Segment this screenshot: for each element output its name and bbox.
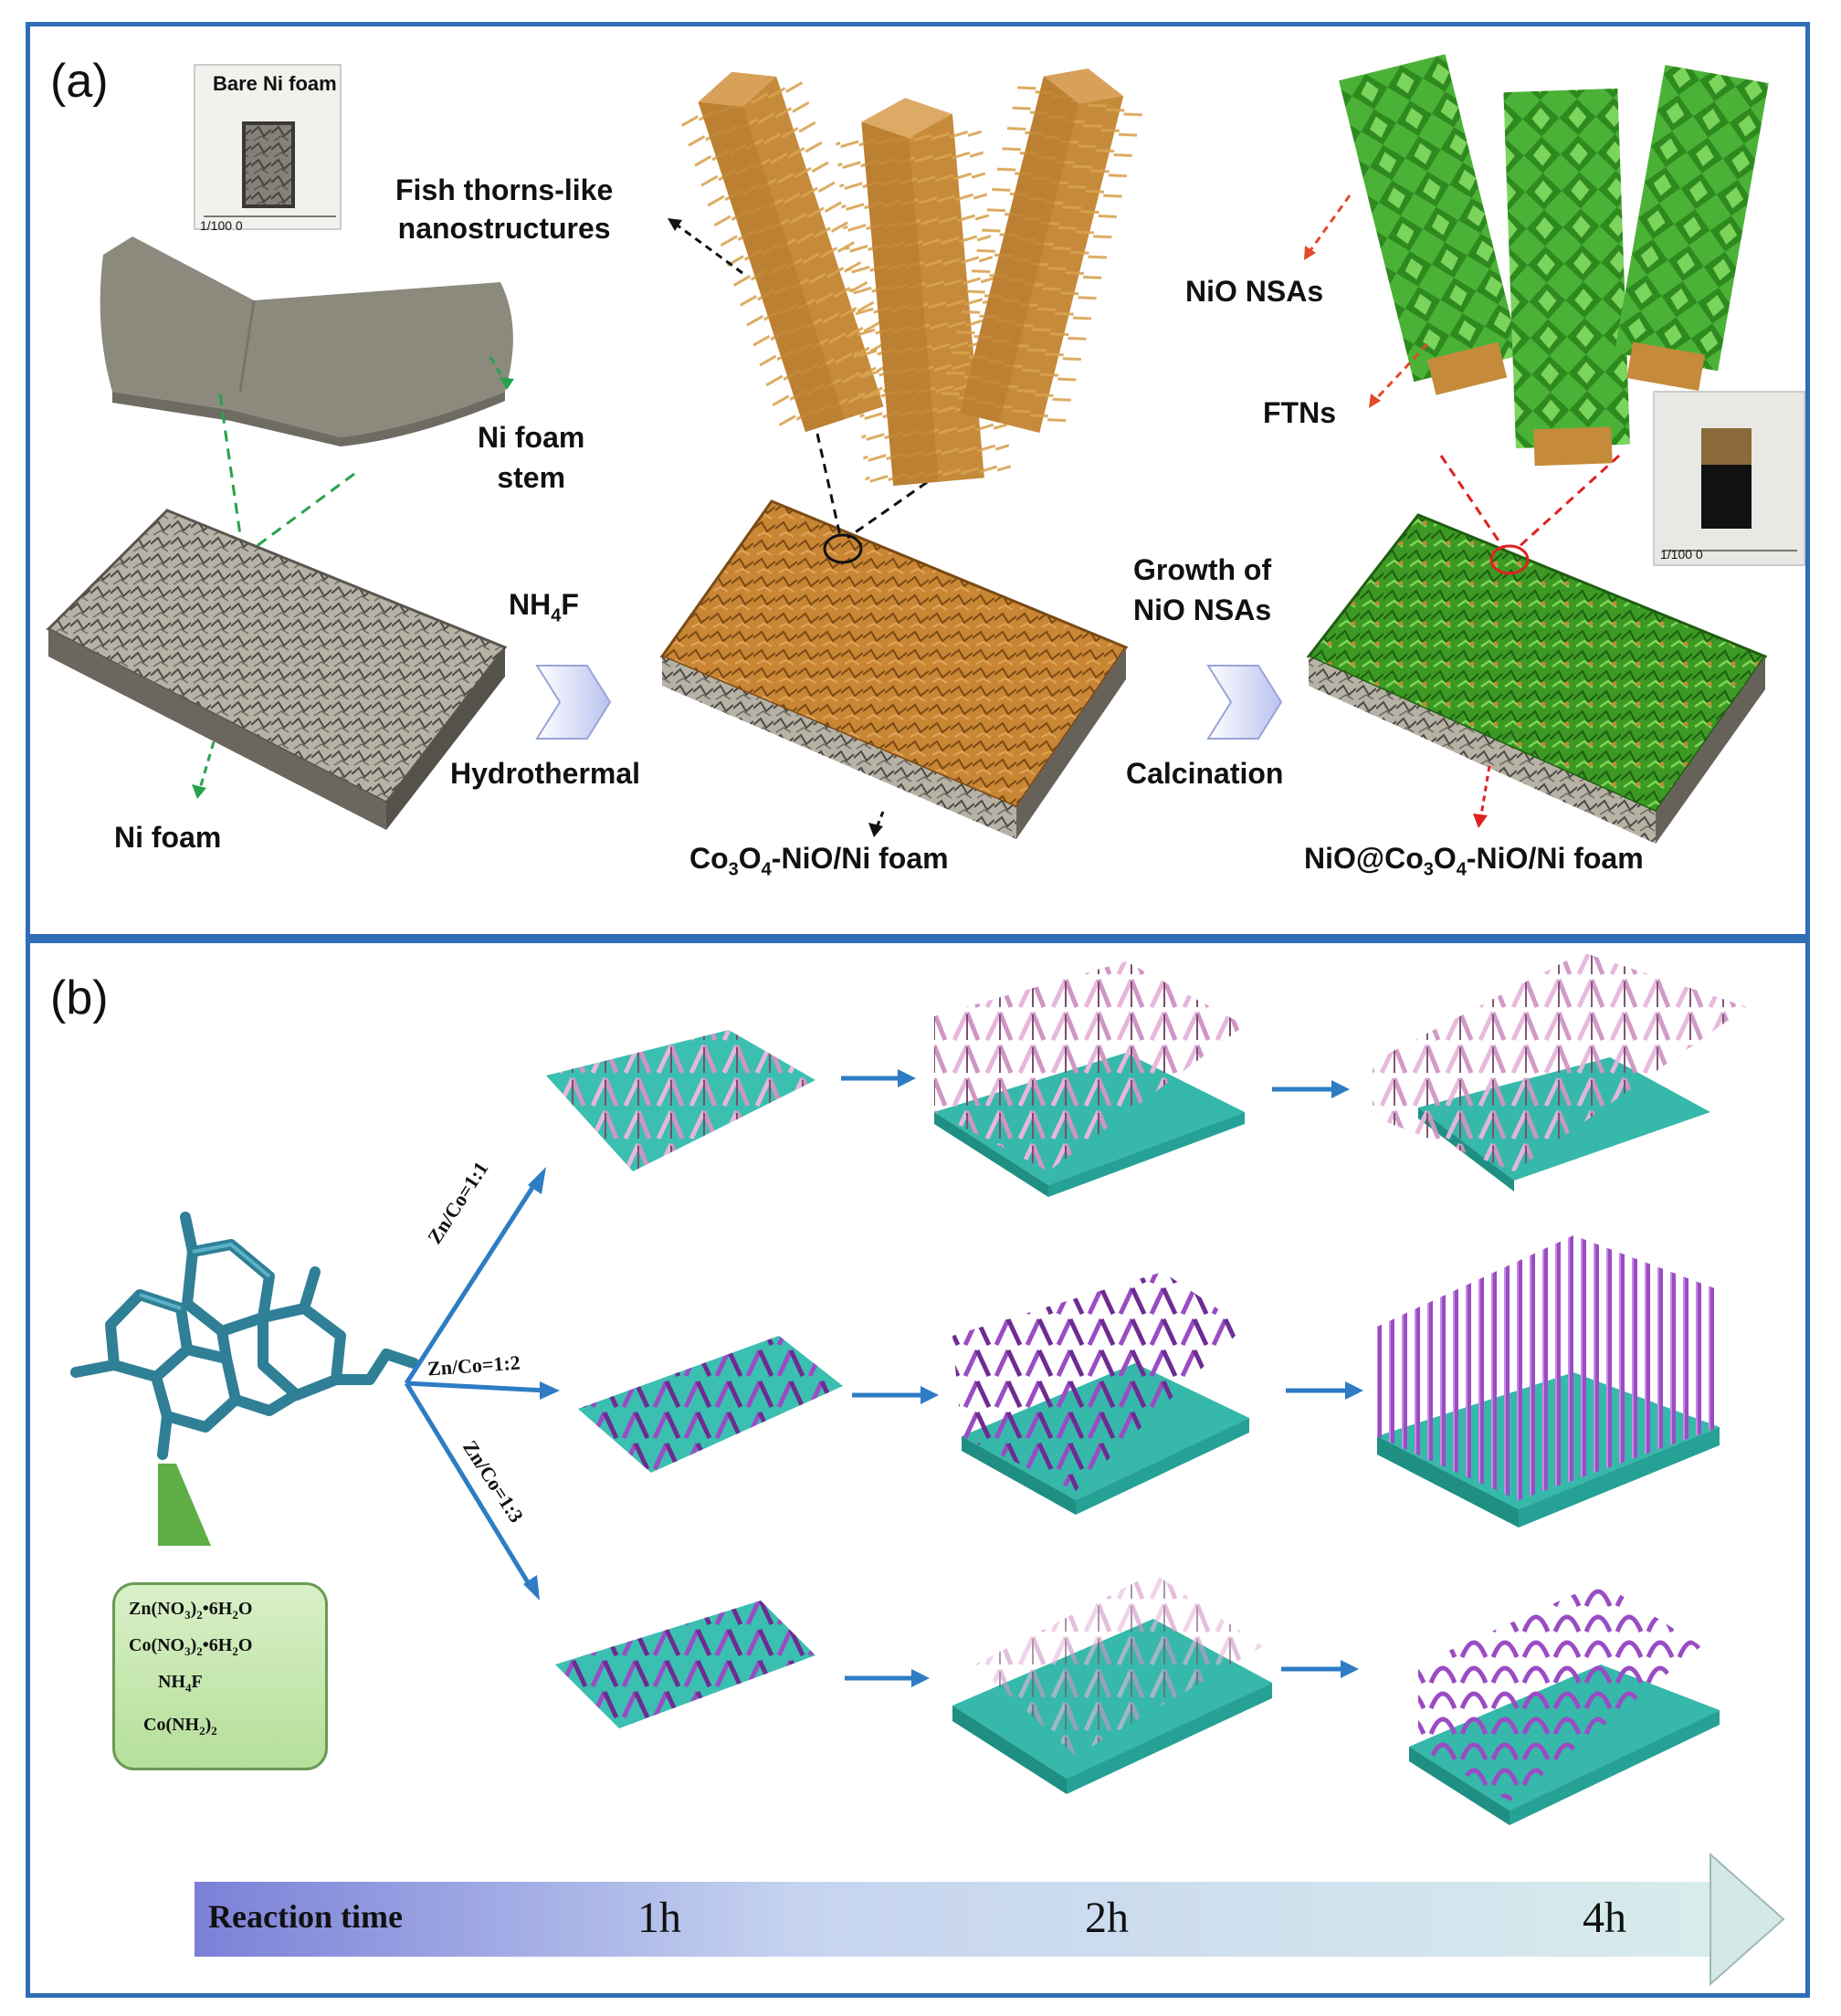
calcination-label: Calcination [1126,757,1284,790]
row2-1h [578,1336,843,1473]
ni-foam-label: Ni foam [114,821,222,854]
panel-a-label: (a) [50,55,109,108]
co3o4-nio-label: Co3O4-NiO/Ni foam [689,842,949,880]
precursor-urea: Co(NH2)2 [143,1715,217,1738]
time-2h-label: 2h [1085,1894,1129,1942]
time-4h-label: 4h [1583,1894,1626,1942]
ni-foam-stem-shape [100,236,513,437]
row1-4h [1373,952,1747,1192]
precursor-molecule [70,1212,419,1460]
panel-b-label: (b) [50,971,109,1024]
callout-pointer [158,1464,211,1546]
nh4f-label: NH4F [509,588,579,626]
ni-foam-slab [46,509,508,830]
nio-nanosheet-pillars [1339,54,1769,467]
fish-thorns-label: Fish thorns-like nanostructures [395,173,614,245]
precursor-nh4f: NH4F [158,1672,203,1695]
panel-b: (b) Zn(NO3)2•6H2O Co(NO3)2•6H2O NH4F Co(… [26,939,1810,1998]
growth-of-nio-label: Growth of NiO NSAs [1133,553,1272,626]
row2-2h [952,1272,1249,1515]
chevron-arrow-1 [535,665,612,740]
ni-foam-stem-label: Ni foam stem [478,421,585,494]
row1-1h [546,1030,815,1171]
bare-ni-foam-caption: Bare Ni foam [213,72,337,95]
ruler-final-caption: 1/100 0 [1660,547,1703,562]
row2-4h [1377,1235,1720,1528]
co3o4-nio-foam-slab [659,499,1129,839]
hydrothermal-label: Hydrothermal [450,757,641,790]
precursor-box [112,1582,328,1770]
panel-a-illustration [46,54,1805,844]
nio-nsas-label: NiO NSAs [1185,275,1324,308]
ruler-bare-caption: 1/100 0 [200,218,243,233]
row1-2h [934,961,1245,1197]
time-1h-label: 1h [637,1894,681,1942]
row3-4h [1409,1582,1720,1825]
nio-co3o4-foam-slab [1306,513,1768,844]
reaction-time-arrow [195,1852,1785,1987]
precursor-co-nitrate: Co(NO3)2•6H2O [129,1635,253,1658]
row3-2h [952,1573,1272,1794]
branch-arrows [404,1179,547,1589]
final-foam-photo [1653,391,1805,566]
final-product-label: NiO@Co3O4-NiO/Ni foam [1304,842,1644,880]
reaction-time-label: Reaction time [208,1898,403,1935]
panel-b-illustration [70,952,1785,1987]
panel-a: (a) Bare Ni foam 1/100 0 Fish thorns-lik… [26,22,1810,939]
row3-1h [555,1601,815,1728]
fish-thorn-pillars [679,68,1144,488]
chevron-arrow-2 [1206,665,1283,740]
precursor-zn-nitrate: Zn(NO3)2•6H2O [129,1599,253,1622]
ftns-label: FTNs [1263,396,1336,429]
bare-ni-foam-photo [194,64,342,230]
